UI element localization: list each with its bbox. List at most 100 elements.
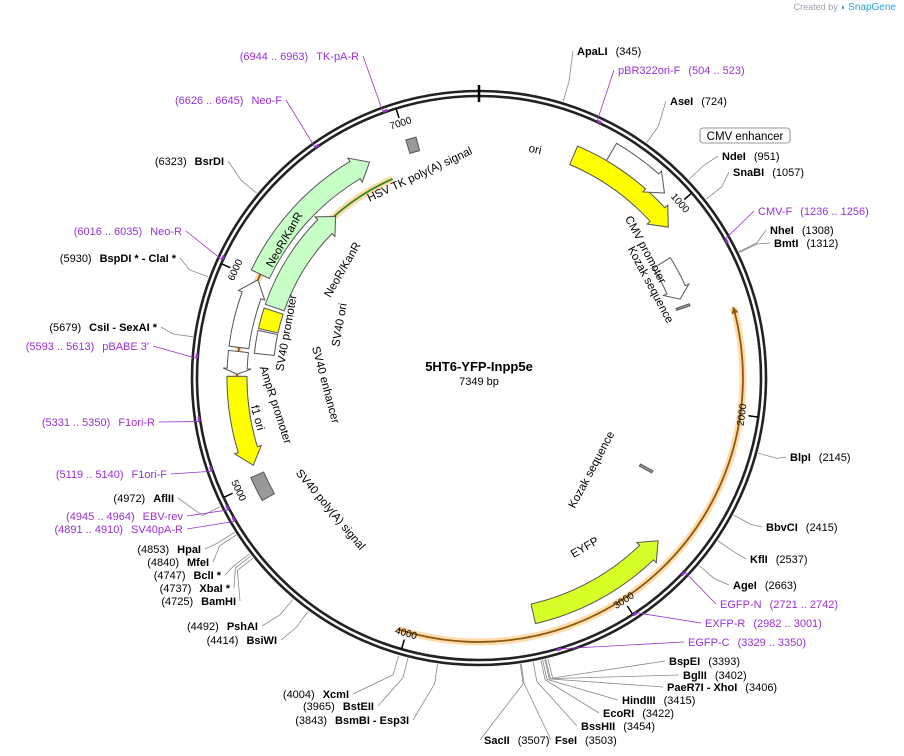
feature-sv40-enhancer[interactable] (253, 329, 279, 357)
feature-f1-ori[interactable] (226, 375, 263, 467)
primer-pbabe-3[interactable]: (5593 .. 5613)pBABE 3' (26, 341, 149, 353)
tick-mark (400, 639, 405, 650)
site-hpai[interactable]: (4853)HpaI (137, 544, 201, 556)
site-position: (724) (701, 96, 727, 108)
primer-sv40pa-r[interactable]: (4891 .. 4910)SV40pA-R (55, 524, 184, 536)
site-nhei[interactable]: NheI(1308) (770, 225, 834, 237)
feature-cmv-promoter[interactable] (652, 256, 691, 300)
feature-sv40-ori[interactable] (257, 307, 284, 334)
primer-f1ori-f[interactable]: (5119 .. 5140)F1ori-F (56, 469, 167, 481)
site-name: CsiI - SexAI * (89, 322, 158, 334)
feature-label-eyfp: EYFP (569, 535, 601, 561)
primer-leader-line (285, 99, 316, 148)
site-bsrdi[interactable]: (6323)BsrDI (155, 156, 224, 168)
site-kfli[interactable]: KflI(2537) (750, 554, 808, 566)
tick-label: 6000 (226, 257, 245, 282)
site-name: BmtI (774, 238, 798, 250)
primer-egfp-n[interactable]: EGFP-N(2721 .. 2742) (720, 599, 838, 611)
primer-cmv-f[interactable]: CMV-F(1236 .. 1256) (758, 206, 869, 218)
site-name: FseI (555, 735, 577, 747)
feature-kozak-2[interactable] (638, 463, 654, 474)
site-asei[interactable]: AseI(724) (670, 96, 727, 108)
site-bspei[interactable]: BspEI(3393) (669, 656, 740, 668)
site-blpi[interactable]: BlpI(2145) (790, 452, 851, 464)
site-aflii[interactable]: (4972)AflII (113, 493, 174, 505)
primer-egfp-c[interactable]: EGFP-C(3329 .. 3350) (688, 637, 806, 649)
site-ecori[interactable]: EcoRI(3422) (603, 708, 674, 720)
site-apali[interactable]: ApaLI(345) (577, 46, 641, 58)
tick-label: 2000 (736, 403, 750, 427)
site-name: BglII (683, 670, 707, 682)
site-position: (4725) (161, 596, 193, 608)
primer-name: SV40pA-R (131, 524, 183, 536)
site-hindiii[interactable]: HindIII(3415) (622, 695, 695, 707)
site-name: XcmI (323, 689, 349, 701)
primer-neo-f[interactable]: (6626 .. 6645)Neo-F (175, 95, 282, 107)
primer-exfp-r[interactable]: EXFP-R(2982 .. 3001) (705, 618, 822, 630)
site-position: (951) (754, 151, 780, 163)
site-bsiwi[interactable]: (4414)BsiWI (207, 635, 277, 647)
feature-sv40-promoter[interactable] (228, 279, 266, 350)
primer-pbr322ori-f[interactable]: pBR322ori-F(504 .. 523) (618, 65, 745, 77)
feature-kozak-1[interactable] (675, 303, 691, 312)
site-bsshii[interactable]: BssHII(3454) (581, 721, 655, 733)
primer-tk-pa-r[interactable]: (6944 .. 6963)TK-pA-R (240, 51, 359, 63)
site-pshai[interactable]: (4492)PshAI (187, 621, 258, 633)
site-bbvci[interactable]: BbvCI(2415) (766, 522, 838, 534)
site-bcli[interactable]: (4747)BclI * (154, 570, 222, 582)
site-leader-line (542, 659, 619, 701)
site-bsmbi-esp3i[interactable]: (3843)BsmBI - Esp3I (295, 715, 409, 727)
primer-range: (5119 .. 5140) (56, 469, 124, 481)
feature-label-hsv-tk-polya: HSV TK poly(A) signal (366, 145, 475, 204)
primer-leader-line (186, 509, 229, 517)
feature-cmv-enhancer[interactable] (605, 142, 666, 194)
site-position: (5930) (60, 253, 92, 265)
feature-sv40-polya[interactable] (250, 471, 276, 502)
site-sacii[interactable]: SacII(3507) (484, 735, 549, 747)
primer-mark (209, 466, 213, 472)
feature-eyfp[interactable] (530, 540, 659, 625)
site-bmti[interactable]: BmtI(1312) (774, 238, 838, 250)
primer-name: Neo-R (150, 226, 182, 238)
site-position: (4747) (154, 570, 186, 582)
tick-mark (748, 414, 759, 418)
feature-ampr-promoter[interactable] (222, 349, 252, 375)
primer-f1ori-r[interactable]: (5331 .. 5350)F1ori-R (42, 417, 155, 429)
primer-mark (382, 109, 388, 113)
site-position: (2415) (806, 522, 838, 534)
feature-neokanr-1[interactable] (250, 157, 371, 280)
site-csii-sexai[interactable]: (5679)CsiI - SexAI * (49, 322, 157, 334)
primer-leader-line (636, 612, 702, 624)
primer-leader-line (725, 210, 755, 240)
primer-ebv-rev[interactable]: (4945 .. 4964) EBV-rev (66, 511, 183, 523)
site-position: (4414) (207, 635, 239, 647)
site-bspdi-clai[interactable]: (5930)BspDI * - ClaI * (60, 253, 177, 265)
plasmid-name: 5HT6-YFP-Inpp5e (425, 359, 533, 374)
site-agei[interactable]: AgeI(2663) (733, 580, 797, 592)
site-snabi[interactable]: SnaBI(1057) (733, 167, 804, 179)
site-name: AgeI (733, 580, 757, 592)
primer-range: (4945 .. 4964) (66, 511, 135, 523)
site-bglii[interactable]: BglII (3402) (683, 670, 747, 682)
primer-neo-r[interactable]: (6016 .. 6035)Neo-R (74, 226, 182, 238)
primer-leader-line (185, 230, 223, 261)
site-paer7i-xhoi[interactable]: PaeR7I - XhoI(3406) (667, 682, 777, 694)
site-bamhi[interactable]: (4725)BamHI (161, 596, 236, 608)
site-position: (3402) (715, 670, 747, 682)
primer-name: EBV-rev (143, 511, 184, 523)
site-leader-line (547, 658, 666, 679)
feature-hsv-tk-polya[interactable] (405, 136, 421, 155)
site-position: (3454) (623, 721, 655, 733)
site-mfei[interactable]: (4840)MfeI (147, 557, 209, 569)
site-xcmi[interactable]: (4004)XcmI (283, 689, 349, 701)
feature-label-neokanr-2: NeoR/KanR (322, 240, 363, 299)
site-ndei[interactable]: NdeI(951) (722, 151, 780, 163)
site-name: BstEII (343, 701, 374, 713)
feature-neokanr-2[interactable] (264, 215, 337, 312)
site-position: (4492) (187, 621, 219, 633)
site-bsteii[interactable]: (3965)BstEII (303, 701, 374, 713)
site-leader-line (236, 557, 254, 602)
site-xbai[interactable]: (4737)XbaI * (160, 583, 231, 595)
site-fsei[interactable]: FseI(3503) (555, 735, 617, 747)
